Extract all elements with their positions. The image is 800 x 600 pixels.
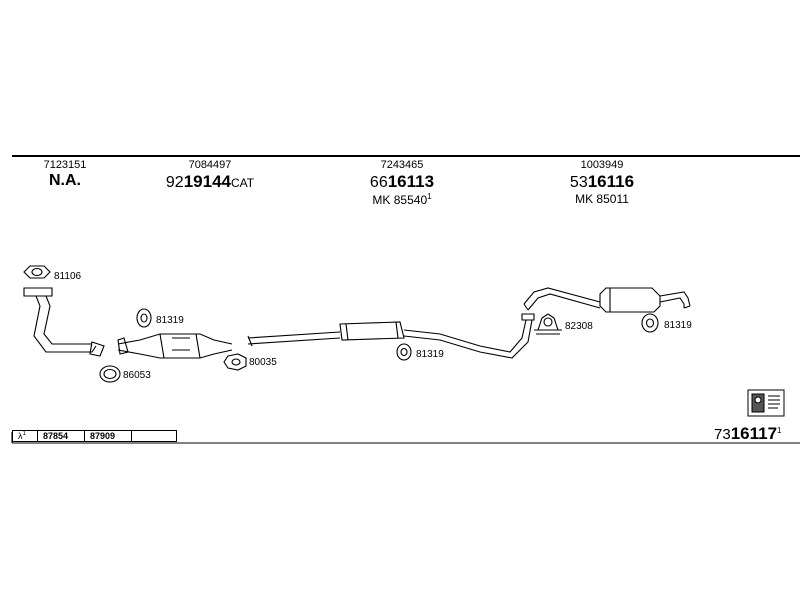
- ref-prefix: 73: [714, 426, 731, 443]
- header-col-4: 1003949 5316116 MK 85011: [552, 159, 652, 206]
- lambda-sensor-table: λ1 87854 87909: [12, 430, 177, 442]
- reference-number: 73161171: [714, 424, 781, 444]
- part-main: 5316116: [552, 172, 652, 192]
- part-label-82308: 82308: [565, 321, 593, 332]
- lambda-sup: 1: [22, 431, 26, 437]
- catalytic-converter-shape: [117, 333, 233, 359]
- part-main-bold: 16113: [387, 172, 435, 191]
- part-label-81319-a: 81319: [156, 315, 184, 326]
- header-col-3: 7243465 6616113 MK 855401: [352, 159, 452, 207]
- part-mk: MK 855401: [352, 192, 452, 207]
- part-main: 6616113: [352, 172, 452, 192]
- part-label-81319-b: 81319: [416, 349, 444, 360]
- part-mk-text: MK 85540: [372, 193, 428, 207]
- clamp-82308-shape: [534, 313, 562, 335]
- hanger-81319b-shape: [396, 343, 412, 361]
- part-number-top: 7084497: [188, 159, 232, 171]
- gasket-80035-shape: [223, 353, 247, 371]
- part-main-prefix: 66: [369, 174, 388, 191]
- lambda-cell-1: 87854: [37, 430, 85, 442]
- part-mk: MK 85011: [575, 192, 629, 206]
- ring-86053-shape: [99, 365, 121, 383]
- part-main-bold: 16116: [587, 172, 635, 191]
- rear-muffler-shape: [523, 287, 691, 313]
- book-icon: [747, 389, 785, 417]
- lambda-cell-2: 87909: [84, 430, 132, 442]
- part-main-prefix: 53: [569, 174, 588, 191]
- part-number-top: 7243465: [380, 159, 424, 171]
- hanger-81319a-shape: [136, 308, 152, 328]
- front-pipe-shape: [23, 287, 105, 357]
- part-main: 9219144CAT: [155, 172, 265, 192]
- header-rule: [12, 155, 800, 157]
- hanger-81319c-shape: [641, 313, 659, 333]
- part-label-81319-c: 81319: [664, 320, 692, 331]
- lambda-cell-empty: [131, 430, 177, 442]
- header-col-1: 7123151 N.A.: [30, 159, 100, 190]
- part-main-suffix: CAT: [230, 176, 255, 190]
- ref-sup: 1: [777, 426, 782, 435]
- gasket-81106-shape: [23, 265, 51, 279]
- header-col-2: 7084497 9219144CAT: [155, 159, 265, 192]
- part-label-86053: 86053: [123, 370, 151, 381]
- part-number-top: 7123151: [43, 159, 87, 171]
- lambda-symbol: λ: [18, 431, 23, 441]
- part-number-top: 1003949: [580, 159, 624, 171]
- part-label-80035: 80035: [249, 357, 277, 368]
- part-mk-sup: 1: [427, 192, 432, 201]
- middle-pipe-shape: [247, 313, 535, 359]
- part-main-prefix: 92: [165, 174, 184, 191]
- part-label-81106: 81106: [54, 271, 82, 282]
- part-main-bold: 19144: [183, 172, 231, 191]
- part-main: N.A.: [49, 172, 81, 189]
- lambda-symbol-cell: λ1: [12, 430, 38, 442]
- ref-bold: 16117: [730, 424, 778, 443]
